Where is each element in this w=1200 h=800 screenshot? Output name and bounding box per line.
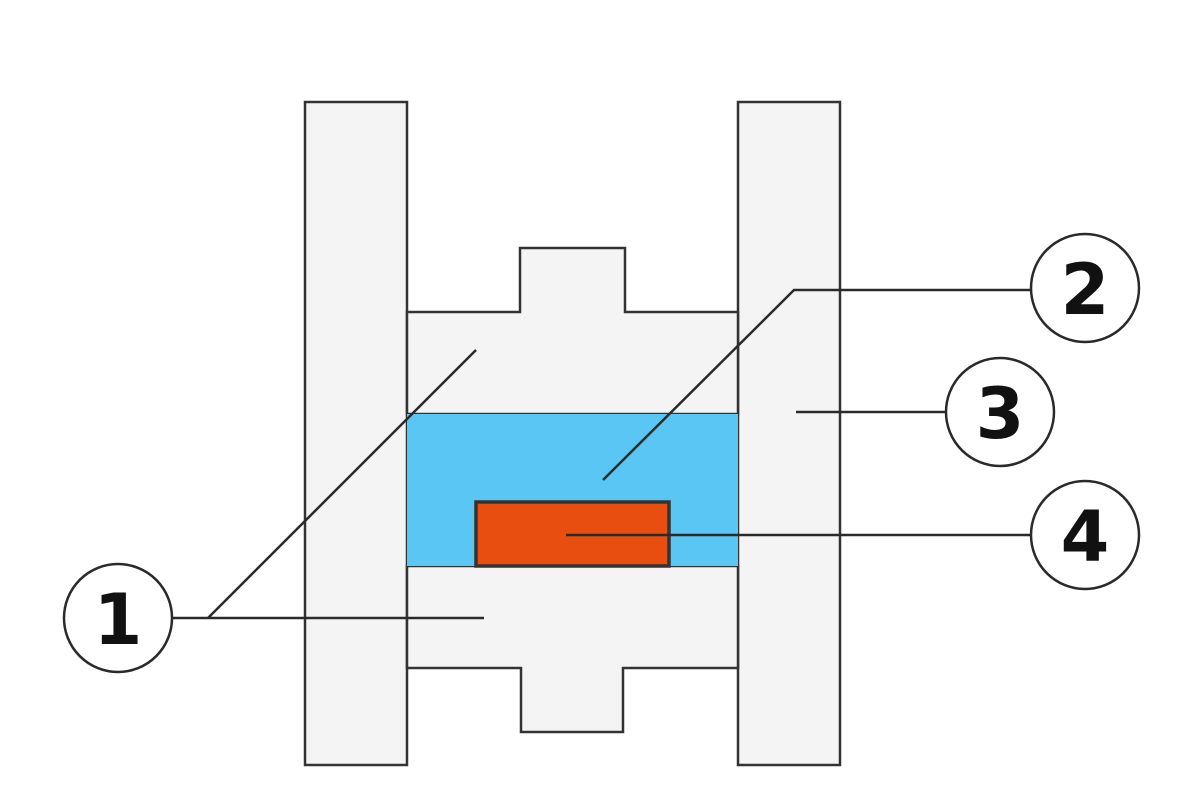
callout-1: 1 (62, 562, 174, 674)
callout-circle (944, 356, 1056, 468)
callout-label-4: 4 (1061, 496, 1110, 578)
upper-punch (405, 246, 740, 416)
callout-3: 3 (944, 356, 1056, 468)
left-plate (303, 100, 409, 767)
leader-line-2 (602, 288, 1032, 481)
callout-label-2: 2 (1061, 249, 1110, 331)
callout-2: 2 (1029, 232, 1141, 344)
callout-label-3: 3 (976, 373, 1025, 455)
callout-4: 4 (1029, 479, 1141, 591)
callout-circle (62, 562, 174, 674)
callout-circle (1029, 232, 1141, 344)
callout-circle (1029, 479, 1141, 591)
callout-label-1: 1 (94, 579, 143, 661)
right-plate (736, 100, 842, 767)
lower-punch (405, 564, 740, 734)
leader-line-1 (172, 349, 484, 620)
